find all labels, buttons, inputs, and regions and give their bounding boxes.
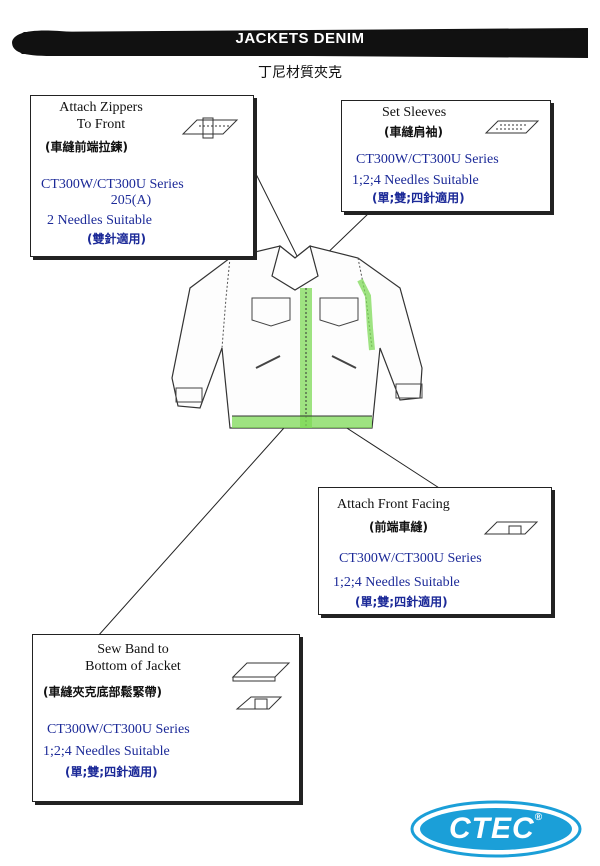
facing-attachment-icon — [483, 521, 539, 535]
facing-title-zh: (前端車縫) — [369, 520, 428, 534]
sleeves-needles-zh: (單;雙;四針適用) — [372, 191, 465, 205]
callout-attach-zippers: Attach Zippers To Front (車縫前端拉鍊) CT300W/… — [30, 95, 254, 257]
facing-title: Attach Front Facing — [337, 497, 450, 512]
facing-needles-zh: (單;雙;四針適用) — [355, 595, 448, 609]
band-title-zh: (車縫夾克底部鬆緊帶) — [43, 685, 162, 699]
facing-needles: 1;2;4 Needles Suitable — [333, 575, 460, 590]
header-bar — [12, 26, 588, 58]
zipper-attachment-icon — [181, 117, 239, 139]
band-title-line2: Bottom of Jacket — [85, 659, 181, 674]
zippers-title-line1: Attach Zippers — [59, 100, 143, 115]
page-title: JACKETS DENIM — [235, 30, 365, 47]
jacket-illustration — [171, 244, 423, 429]
band-needles-zh: (單;雙;四針適用) — [65, 765, 158, 779]
sleeves-needles: 1;2;4 Needles Suitable — [352, 173, 479, 188]
facing-model: CT300W/CT300U Series — [339, 551, 482, 566]
sleeves-title: Set Sleeves — [382, 105, 447, 120]
callout-sew-band: Sew Band to Bottom of Jacket (車縫夾克底部鬆緊帶)… — [32, 634, 300, 802]
zippers-needles: 2 Needles Suitable — [47, 213, 152, 228]
sleeve-attachment-icon — [484, 120, 540, 134]
ctec-logo-text: CTEC® — [448, 812, 544, 845]
callout-set-sleeves: Set Sleeves (車縫肩袖) CT300W/CT300U Series … — [341, 100, 551, 212]
page-subtitle: 丁尼材質夾克 — [258, 65, 342, 81]
sleeves-title-zh: (車縫肩袖) — [384, 125, 443, 139]
band-title-line1: Sew Band to — [97, 642, 169, 657]
ctec-logo — [410, 800, 582, 858]
band-needles: 1;2;4 Needles Suitable — [43, 744, 170, 759]
callout-front-facing: Attach Front Facing (前端車縫) CT300W/CT300U… — [318, 487, 552, 615]
zippers-title-zh: (車縫前端拉鍊) — [45, 140, 128, 154]
band-attachment-icon — [231, 662, 291, 710]
zippers-model-extra: 205(A) — [110, 193, 152, 208]
band-model: CT300W/CT300U Series — [47, 722, 190, 737]
zippers-title-line2: To Front — [76, 117, 126, 132]
sleeves-model: CT300W/CT300U Series — [356, 152, 499, 167]
zippers-needles-zh: (雙針適用) — [87, 232, 146, 246]
zippers-model: CT300W/CT300U Series — [41, 177, 184, 192]
